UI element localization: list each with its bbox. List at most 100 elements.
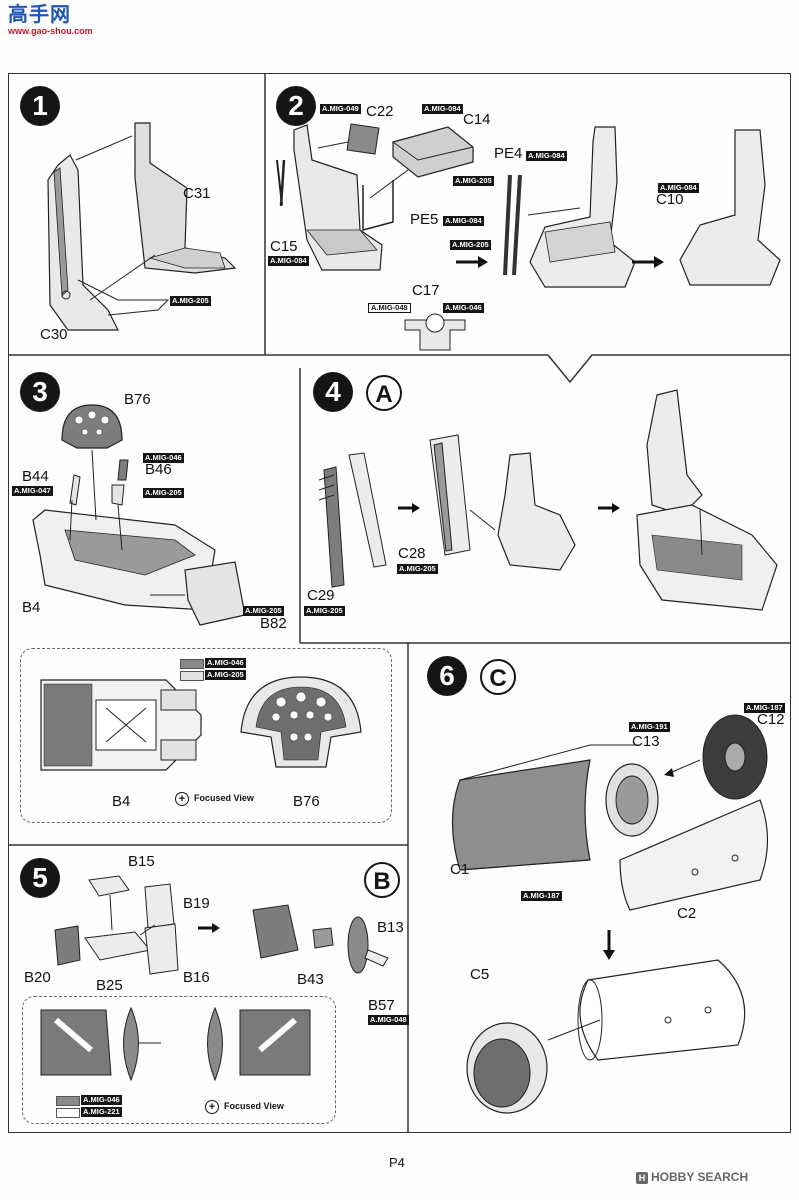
legend-swatch-dark (180, 659, 204, 669)
part-label-b76: B76 (124, 391, 151, 408)
tube-assembled-drawing (577, 959, 746, 1061)
step-3-focused-view (20, 648, 392, 823)
footer-brand-text: HOBBY SEARCH (651, 1170, 749, 1184)
paint-tag-a-mig-191-c13: A.MIG-191 (629, 722, 670, 732)
part-label-pe4: PE4 (494, 145, 523, 162)
part-label-b13: B13 (377, 919, 404, 936)
legend-tag-a-mig-221-5: A.MIG-221 (81, 1107, 122, 1117)
legend-swatch-dark-5 (56, 1096, 80, 1106)
part-label-c15: C15 (270, 238, 298, 255)
part-label-c14: C14 (463, 111, 491, 128)
paint-tag-a-mig-084-pe5: A.MIG-084 (443, 216, 484, 226)
focused-label-b76: B76 (293, 793, 320, 810)
paint-tag-a-mig-205-c29: A.MIG-205 (304, 606, 345, 616)
paint-tag-a-mig-084-pe4: A.MIG-084 (526, 151, 567, 161)
page-number: P4 (389, 1155, 405, 1170)
focused-view-label-5: Focused View (224, 1101, 284, 1111)
c15-part-drawing (279, 159, 286, 207)
focused-view-caption-3: + Focused View (175, 791, 254, 806)
paint-tag-a-mig-205-b46: A.MIG-205 (143, 488, 184, 498)
seat-c30-drawing (47, 154, 170, 331)
legend-tag-a-mig-205: A.MIG-205 (205, 670, 246, 680)
step-4-badge: 4 (313, 372, 353, 412)
seat-assembled-2-drawing (679, 129, 781, 286)
c13-ring-drawing (605, 763, 659, 837)
part-label-b20: B20 (24, 969, 51, 986)
paint-tag-a-mig-205-pe5: A.MIG-205 (450, 240, 491, 250)
step-5-subassembly-letter: B (364, 862, 400, 898)
focused-view-caption-5: + Focused View (205, 1099, 284, 1114)
paint-tag-a-mig-205-b82: A.MIG-205 (243, 606, 284, 616)
part-label-b15: B15 (128, 853, 155, 870)
instruction-frame (8, 73, 791, 1133)
pe4-straps-drawing (503, 174, 522, 276)
focused-view-label-3: Focused View (194, 793, 254, 803)
part-label-b46: B46 (145, 461, 172, 478)
pod-assembly-drawing (252, 904, 389, 974)
part-label-c10: C10 (656, 191, 684, 208)
legend-tag-a-mig-046-5: A.MIG-046 (81, 1095, 122, 1105)
part-label-c30: C30 (40, 326, 68, 343)
step-6-subassembly-letter: C (480, 659, 516, 695)
paint-tag-a-mig-048-c17: A.MIG-048 (368, 303, 411, 313)
magnify-plus-icon: + (175, 791, 189, 806)
seat-with-rails-drawing (497, 452, 576, 571)
seat-base-drawing (276, 124, 383, 271)
paint-tag-a-mig-205-c28: A.MIG-205 (397, 564, 438, 574)
rails-assembled-drawing (429, 434, 471, 556)
b15-part-drawing (88, 875, 130, 897)
magnify-plus-icon-5: + (205, 1099, 219, 1114)
c22-cushion-drawing (346, 123, 380, 155)
c17-part-drawing (404, 313, 466, 351)
b82-part-drawing (184, 561, 246, 626)
pe5-frame-drawing (362, 180, 394, 231)
c1-c2-shell-drawing (451, 744, 769, 911)
c12-fan-drawing (702, 714, 768, 800)
paint-tag-a-mig-205: A.MIG-205 (170, 296, 211, 306)
paint-tag-a-mig-084-c10: A.MIG-084 (658, 183, 699, 193)
paint-tag-a-mig-046-b46: A.MIG-046 (143, 453, 184, 463)
paint-tag-a-mig-084-c15: A.MIG-084 (268, 256, 309, 266)
part-label-b16: B16 (183, 969, 210, 986)
part-label-c22: C22 (366, 103, 394, 120)
part-label-b19: B19 (183, 895, 210, 912)
pod-focused-right-drawing (207, 1006, 311, 1082)
paint-tag-a-mig-084-c14: A.MIG-084 (422, 104, 463, 114)
paint-tag-a-mig-187-c12: A.MIG-187 (744, 703, 785, 713)
paint-tag-a-mig-047-b44: A.MIG-047 (12, 486, 53, 496)
step-5-focused-view (22, 996, 336, 1124)
paint-tag-a-mig-187-c1: A.MIG-187 (521, 891, 562, 901)
legend-swatch-white-5 (56, 1108, 80, 1118)
step-1-badge: 1 (20, 86, 60, 126)
seat-assembled-1-drawing (529, 126, 636, 288)
c14-cushion-drawing (392, 126, 474, 178)
part-label-b57: B57 (368, 997, 395, 1014)
paint-tag-a-mig-205-c14: A.MIG-205 (453, 176, 494, 186)
paint-tag-a-mig-048-b57: A.MIG-048 (368, 1015, 409, 1025)
brand-logo-icon: H (636, 1172, 648, 1184)
pod-focused-left-drawing (40, 1006, 161, 1082)
paint-tag-a-mig-046-c17: A.MIG-046 (443, 303, 484, 313)
step-3-badge: 3 (20, 372, 60, 412)
b76-focused-drawing (240, 676, 362, 768)
step-5-badge: 5 (20, 858, 60, 898)
part-label-c12: C12 (757, 711, 785, 728)
focused-label-b4: B4 (112, 793, 131, 810)
seat-c31-drawing (134, 122, 237, 274)
part-label-c13: C13 (632, 733, 660, 750)
part-label-c5: C5 (470, 966, 490, 983)
part-label-b82: B82 (260, 615, 287, 632)
watermark-site: www.gao-shou.com (8, 26, 93, 36)
part-label-c2: C2 (677, 905, 697, 922)
b44-b46-drawing (69, 459, 129, 506)
part-label-b43: B43 (297, 971, 324, 988)
paint-tag-a-mig-049: A.MIG-049 (320, 104, 361, 114)
